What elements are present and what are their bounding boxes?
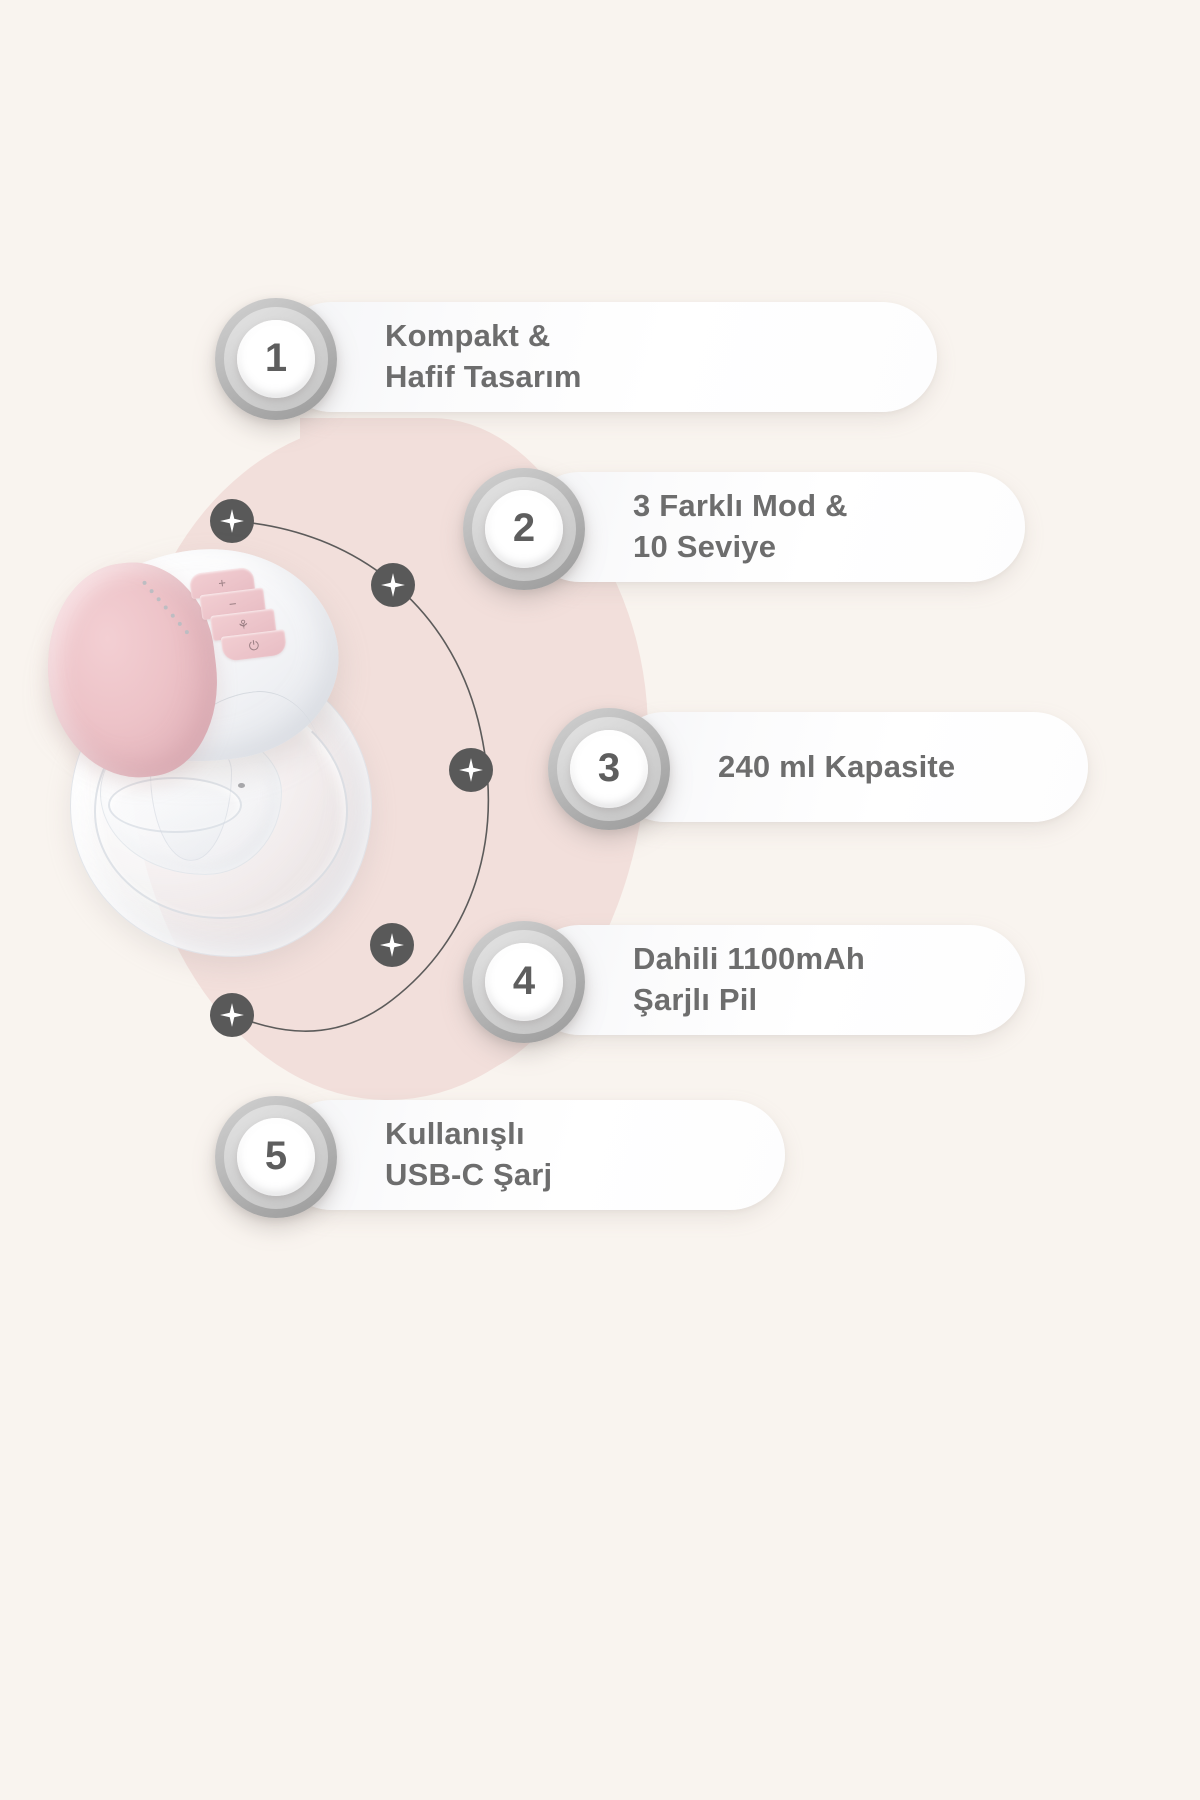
feature-text-line1: Kompakt & (385, 318, 551, 354)
feature-pill-2: 3 Farklı Mod & 10 Seviye (525, 472, 1025, 582)
feature-badge-4: 4 (463, 921, 585, 1043)
sparkle-node-4 (370, 923, 414, 967)
feature-pill-1: Kompakt & Hafif Tasarım (277, 302, 937, 412)
feature-text-line1: Dahili 1100mAh (633, 941, 865, 977)
feature-text-line2: USB-C Şarj (385, 1157, 553, 1192)
sparkle-icon (459, 758, 483, 782)
feature-text-line2: Şarjlı Pil (633, 982, 758, 1017)
feature-text-line1: 3 Farklı Mod & (633, 488, 848, 524)
sparkle-node-5 (210, 993, 254, 1037)
feature-text-line1: Kullanışlı (385, 1116, 525, 1152)
badge-number-3: 3 (570, 730, 648, 808)
feature-text-line1: 240 ml Kapasite (718, 748, 956, 784)
feature-pill-5: Kullanışlı USB-C Şarj (277, 1100, 785, 1210)
sparkle-node-2 (371, 563, 415, 607)
air-vent (238, 783, 245, 788)
sparkle-icon (380, 933, 404, 957)
sparkle-icon (220, 509, 244, 533)
funnel-ring (108, 777, 242, 833)
feature-badge-1: 1 (215, 298, 337, 420)
feature-badge-3: 3 (548, 708, 670, 830)
control-pad: + − ⚘ ⏻ (183, 563, 289, 664)
feature-badge-5: 5 (215, 1096, 337, 1218)
product-image: + − ⚘ ⏻ (35, 534, 387, 965)
feature-badge-2: 2 (463, 468, 585, 590)
sparkle-node-3 (449, 748, 493, 792)
feature-pill-3: 240 ml Kapasite (610, 712, 1088, 822)
sparkle-icon (220, 1003, 244, 1027)
badge-number-2: 2 (485, 490, 563, 568)
feature-pill-4: Dahili 1100mAh Şarjlı Pil (525, 925, 1025, 1035)
badge-number-5: 5 (237, 1118, 315, 1196)
badge-number-4: 4 (485, 943, 563, 1021)
feature-text-line2: Hafif Tasarım (385, 359, 582, 394)
feature-text-line2: 10 Seviye (633, 529, 777, 564)
sparkle-node-1 (210, 499, 254, 543)
badge-number-1: 1 (237, 320, 315, 398)
sparkle-icon (381, 573, 405, 597)
